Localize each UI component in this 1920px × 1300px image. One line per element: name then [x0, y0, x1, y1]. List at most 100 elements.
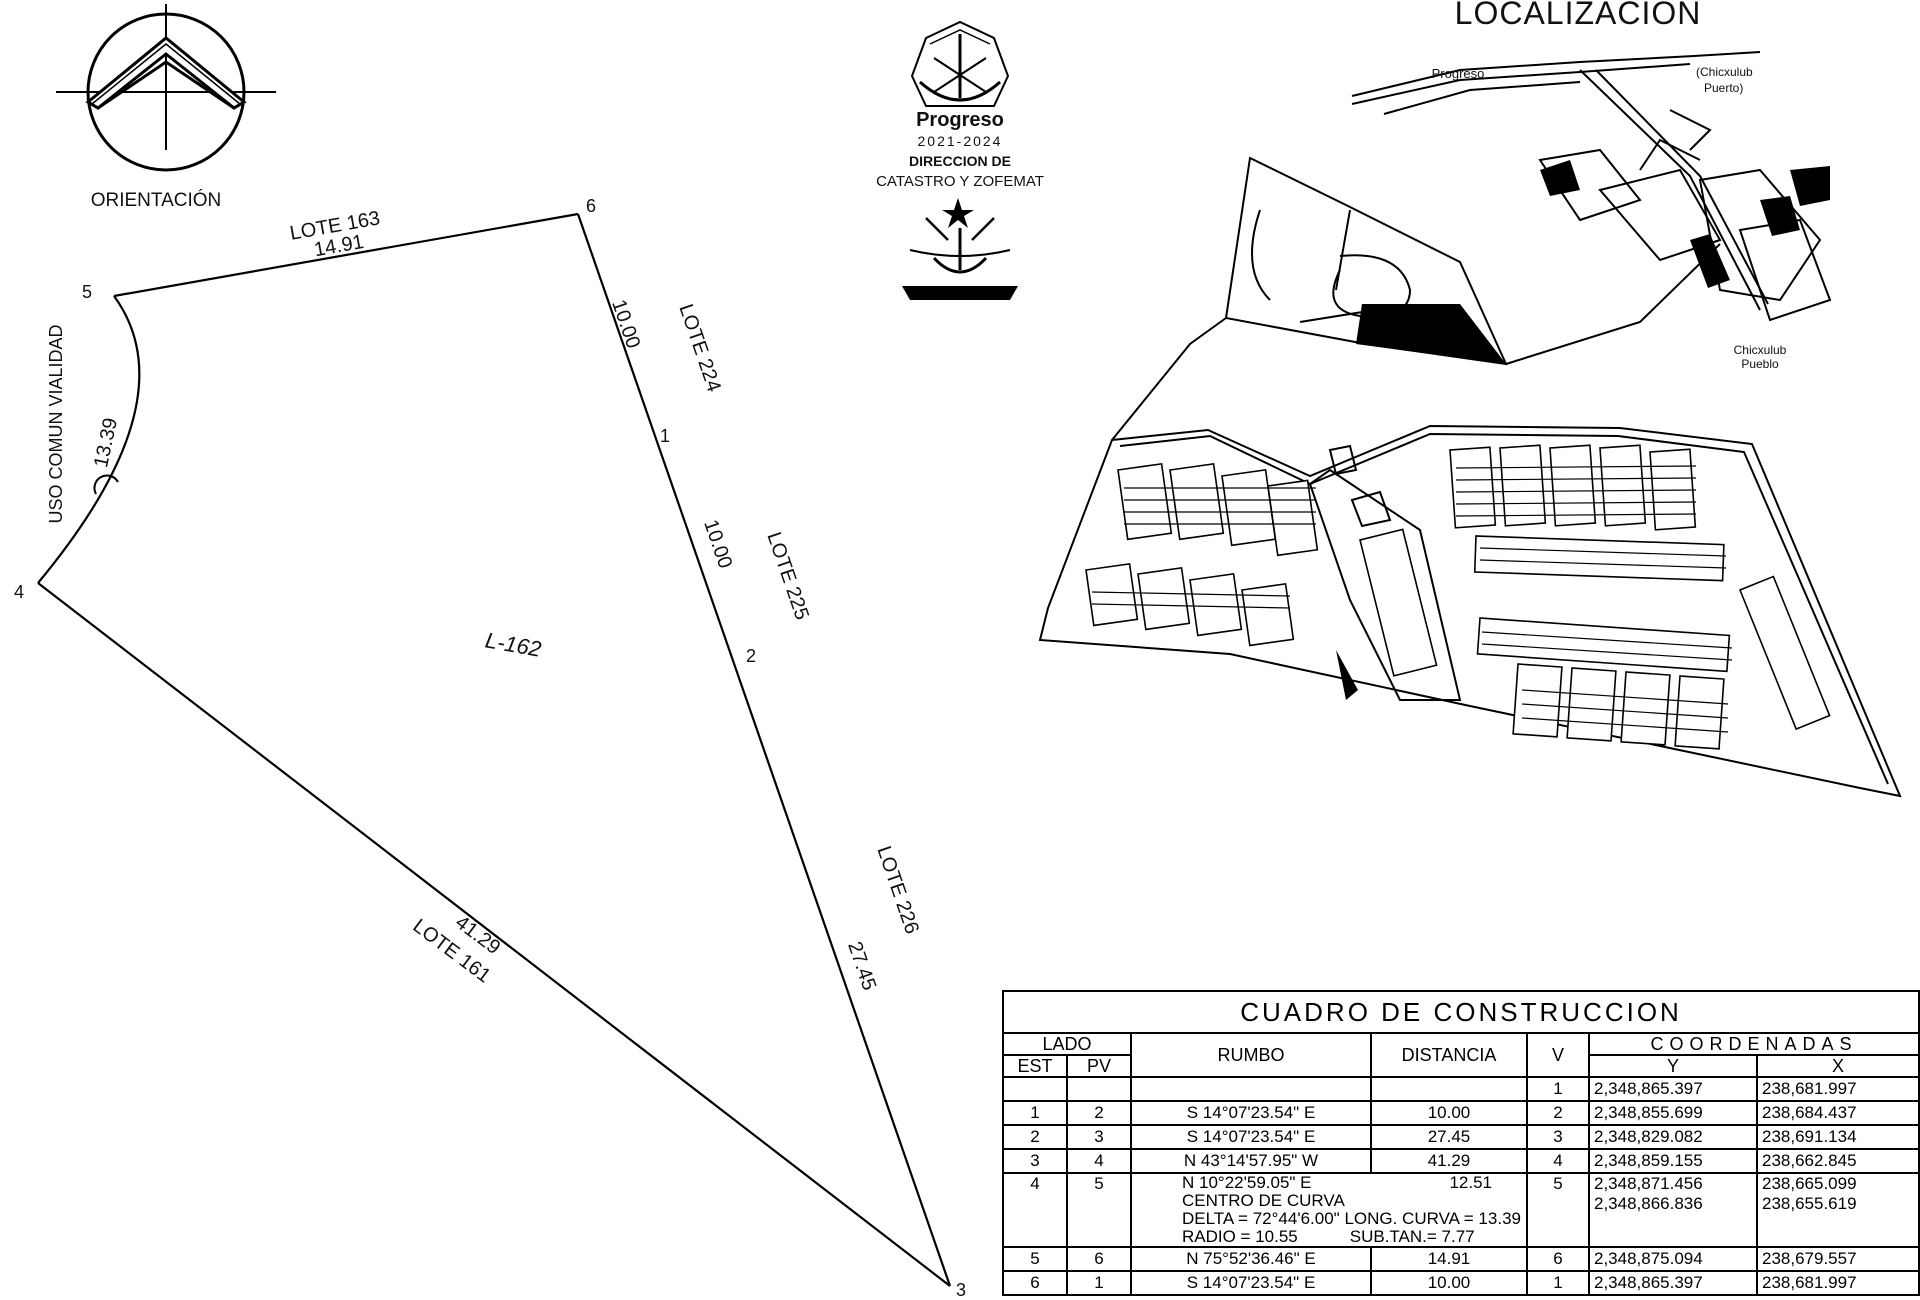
curve-length: LONG. CURVA = 13.39: [1344, 1209, 1521, 1228]
map-place-chicxulub-puerto: (Chicxulub: [1696, 65, 1753, 79]
curve-center-label: CENTRO DE CURVA: [1182, 1191, 1345, 1210]
curve-symbol-icon: [93, 474, 119, 495]
curve-center-x: 238,655.619: [1762, 1194, 1857, 1213]
header-v: V: [1526, 1032, 1590, 1078]
cell-est: [1002, 1076, 1068, 1102]
header-y: Y: [1588, 1054, 1758, 1078]
seal-period: 2021-2024: [918, 133, 1003, 149]
cell-vertex: 1: [1526, 1270, 1590, 1296]
cell-rumbo: N 43°14'57.95" W: [1130, 1148, 1372, 1174]
cell-distance: 41.29: [1370, 1148, 1528, 1174]
cell-pv: 5: [1066, 1172, 1132, 1248]
edge-distance-label: 10.00: [607, 297, 644, 351]
cell-vertex: 4: [1526, 1148, 1590, 1174]
cell-vertex: 6: [1526, 1246, 1590, 1272]
header-lado: LADO: [1002, 1032, 1132, 1056]
edge-lot-label: LOTE 226: [872, 843, 922, 936]
header-x: X: [1755, 1054, 1920, 1078]
parcel-outline: [37, 212, 952, 1287]
map-place-chicxulub-puerto-2: Puerto): [1704, 81, 1743, 95]
edge-distance-label: 27.45: [843, 939, 880, 993]
vertex-label: 1: [660, 426, 670, 446]
cell-rumbo: N 10°22'59.05" E: [1182, 1173, 1312, 1192]
cell-coord-y: 2,348,855.699: [1588, 1100, 1758, 1126]
edge-lot-label: LOTE 225: [762, 529, 812, 622]
header-est: EST: [1002, 1054, 1068, 1078]
cell-pv: [1066, 1076, 1132, 1102]
table-row: 6 1 S 14°07'23.54" E 10.00 1 2,348,865.3…: [1002, 1270, 1920, 1296]
location-map: Progreso (Chicxulub Puerto) Chicxulub Pu…: [1038, 51, 1902, 798]
cell-coord-x: 238,679.557: [1755, 1246, 1920, 1272]
cell-pv: 6: [1066, 1246, 1132, 1272]
cell-rumbo: S 14°07'23.54" E: [1130, 1100, 1372, 1126]
vertex-label: 4: [14, 582, 24, 602]
cell-distance: 27.45: [1370, 1124, 1528, 1150]
cell-rumbo: S 14°07'23.54" E: [1130, 1124, 1372, 1150]
cell-vertex: 2: [1526, 1100, 1590, 1126]
map-place-chicxulub-pueblo: Chicxulub: [1734, 343, 1787, 357]
header-coordenadas: COORDENADAS: [1587, 1032, 1920, 1056]
cell-pv: 2: [1066, 1100, 1132, 1126]
cell-pv: 3: [1066, 1124, 1132, 1150]
cell-est: 5: [1002, 1246, 1068, 1272]
cell-rumbo: N 75°52'36.46" E: [1130, 1246, 1372, 1272]
cell-pv: 4: [1066, 1148, 1132, 1174]
cell-distance: 10.00: [1370, 1100, 1528, 1126]
header-pv: PV: [1066, 1054, 1132, 1078]
cell-coord-y: 2,348,829.082: [1588, 1124, 1758, 1150]
cell-distance: 12.51: [1449, 1173, 1492, 1192]
municipal-seal-logo: [910, 20, 1010, 107]
vertex-label: 3: [956, 1280, 966, 1300]
cell-est: 4: [1002, 1172, 1068, 1248]
cell-est: 1: [1002, 1100, 1068, 1126]
construction-table-panel: CUADRO DE CONSTRUCCION LADO RUMBO DISTAN…: [1001, 990, 1920, 1300]
curve-center-y: 2,348,866.836: [1594, 1194, 1703, 1213]
cell-vertex: 3: [1526, 1124, 1590, 1150]
orientation-label: ORIENTACIÓN: [91, 189, 222, 211]
cell-est: 3: [1002, 1148, 1068, 1174]
curve-delta: DELTA = 72°44'6.00": [1182, 1209, 1340, 1228]
lot-label: L-162: [483, 627, 543, 661]
north-arrow-icon: [56, 4, 276, 172]
coord-x-value: 238,665.099: [1762, 1174, 1857, 1193]
table-row: 5 6 N 75°52'36.46" E 14.91 6 2,348,875.0…: [1002, 1246, 1920, 1272]
edge-lot-label: LOTE 224: [674, 301, 724, 394]
edge-use-label: USO COMUN VIALIDAD: [46, 324, 66, 523]
cell-pv: 1: [1066, 1270, 1132, 1296]
cell-coord-y: 2,348,865.397: [1588, 1076, 1758, 1102]
table-title: CUADRO DE CONSTRUCCION: [1001, 990, 1920, 1034]
cell-distance: [1370, 1076, 1528, 1102]
curve-subtan: SUB.TAN.= 7.77: [1349, 1227, 1475, 1246]
coord-y-value: 2,348,871.456: [1594, 1174, 1703, 1193]
construction-table: CUADRO DE CONSTRUCCION LADO RUMBO DISTAN…: [1001, 990, 1920, 1296]
seal-name: Progreso: [916, 109, 1004, 131]
cell-coord-x: 238,681.997: [1755, 1076, 1920, 1102]
department-line-2: CATASTRO Y ZOFEMAT: [876, 173, 1044, 190]
table-row: 2 3 S 14°07'23.54" E 27.45 3 2,348,829.0…: [1002, 1124, 1920, 1150]
location-title: LOCALIZACION: [1455, 0, 1702, 31]
cell-vertex: 5: [1526, 1172, 1590, 1248]
cell-coord-x: 238,684.437: [1755, 1100, 1920, 1126]
cell-coord-y: 2,348,859.155: [1588, 1148, 1758, 1174]
cell-coord-x: 238,662.845: [1755, 1148, 1920, 1174]
cell-coord-y: 2,348,865.397: [1588, 1270, 1758, 1296]
vertex-label: 2: [746, 646, 756, 666]
cell-distance: 14.91: [1370, 1246, 1528, 1272]
cell-rumbo: [1130, 1076, 1372, 1102]
vertex-label: 6: [586, 196, 596, 216]
cell-est: 6: [1002, 1270, 1068, 1296]
map-place-chicxulub-pueblo-2: Pueblo: [1741, 357, 1779, 371]
cell-vertex: 1: [1526, 1076, 1590, 1102]
vertex-label: 5: [82, 282, 92, 302]
table-row: 3 4 N 43°14'57.95" W 41.29 4 2,348,859.1…: [1002, 1148, 1920, 1174]
map-place-progreso: Progreso: [1432, 66, 1485, 81]
anchor-emblem-logo: [902, 198, 1018, 300]
cell-coord-y: 2,348,875.094: [1588, 1246, 1758, 1272]
cell-est: 2: [1002, 1124, 1068, 1150]
department-line-1: DIRECCION DE: [909, 153, 1011, 169]
table-row: 1 2 S 14°07'23.54" E 10.00 2 2,348,855.6…: [1002, 1100, 1920, 1126]
cell-rumbo: S 14°07'23.54" E: [1130, 1270, 1372, 1296]
